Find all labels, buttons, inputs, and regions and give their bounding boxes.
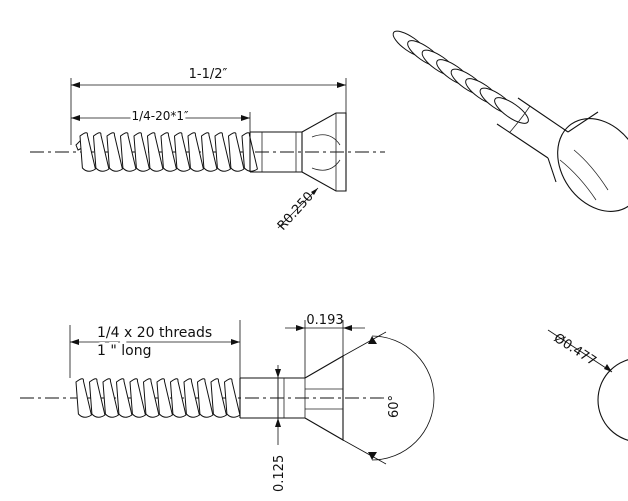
thread-lobe (75, 378, 92, 418)
bottom-shank (239, 377, 305, 419)
shank-dia-label: 0.125 (272, 455, 287, 492)
thread-lobe (173, 132, 191, 172)
bottom-head (304, 355, 344, 441)
head-dia-label: Ø0.477 (551, 331, 599, 369)
thread-lobe (227, 132, 245, 172)
thread-lobe (187, 132, 204, 172)
thread-note-line1: 1/4 x 20 threads (97, 325, 212, 341)
end-view-circle (597, 359, 628, 441)
end-view: Ø0.477 (547, 329, 628, 441)
thread-lobe (196, 378, 214, 418)
thread-lobe (119, 132, 137, 172)
thread-lobe (223, 378, 241, 418)
thread-lobe (169, 378, 187, 418)
thread-lobe (102, 378, 119, 418)
thread-lobe (79, 132, 96, 172)
iso-thread-lobe (494, 97, 529, 124)
thread-lobe (88, 378, 106, 418)
thread-lobe (200, 132, 218, 172)
thread-lobe (106, 132, 123, 172)
thread-lobe (115, 378, 133, 418)
thread-lobe (133, 132, 150, 172)
isometric-view (392, 30, 628, 212)
thread-note-line2: 1 " long (97, 343, 151, 359)
thread-lobe (156, 378, 173, 418)
thread-lobe (129, 378, 146, 418)
thread-lobe (160, 132, 177, 172)
bottom-thread-profile (75, 378, 241, 418)
iso-shank (496, 97, 569, 159)
head-angle-label: 60° (387, 395, 402, 418)
iso-head-ellipse (557, 118, 628, 212)
top-head (301, 112, 347, 192)
thread-lobe (210, 378, 227, 418)
thread-lobe (183, 378, 200, 418)
top-thread-profile (75, 132, 258, 172)
thread-lobe (92, 132, 110, 172)
bottom-side-view: 1/4 x 20 threads 1 " long 0.193 0.125 60… (20, 313, 435, 492)
top-shank (249, 131, 303, 173)
thread-spec-label: 1/4-20*1″ (131, 109, 189, 123)
thread-lobe (142, 378, 160, 418)
overall-length-label: 1-1/2″ (189, 67, 228, 82)
radius-leader (277, 187, 319, 229)
head-angle-arc (371, 335, 435, 461)
thread-lobe (214, 132, 231, 172)
top-side-view: 1-1/2″ 1/4-20*1″ R0.250 (30, 67, 385, 234)
head-depth-label: 0.193 (306, 313, 343, 328)
radius-label: R0.250 (275, 189, 317, 233)
thread-lobe (146, 132, 164, 172)
